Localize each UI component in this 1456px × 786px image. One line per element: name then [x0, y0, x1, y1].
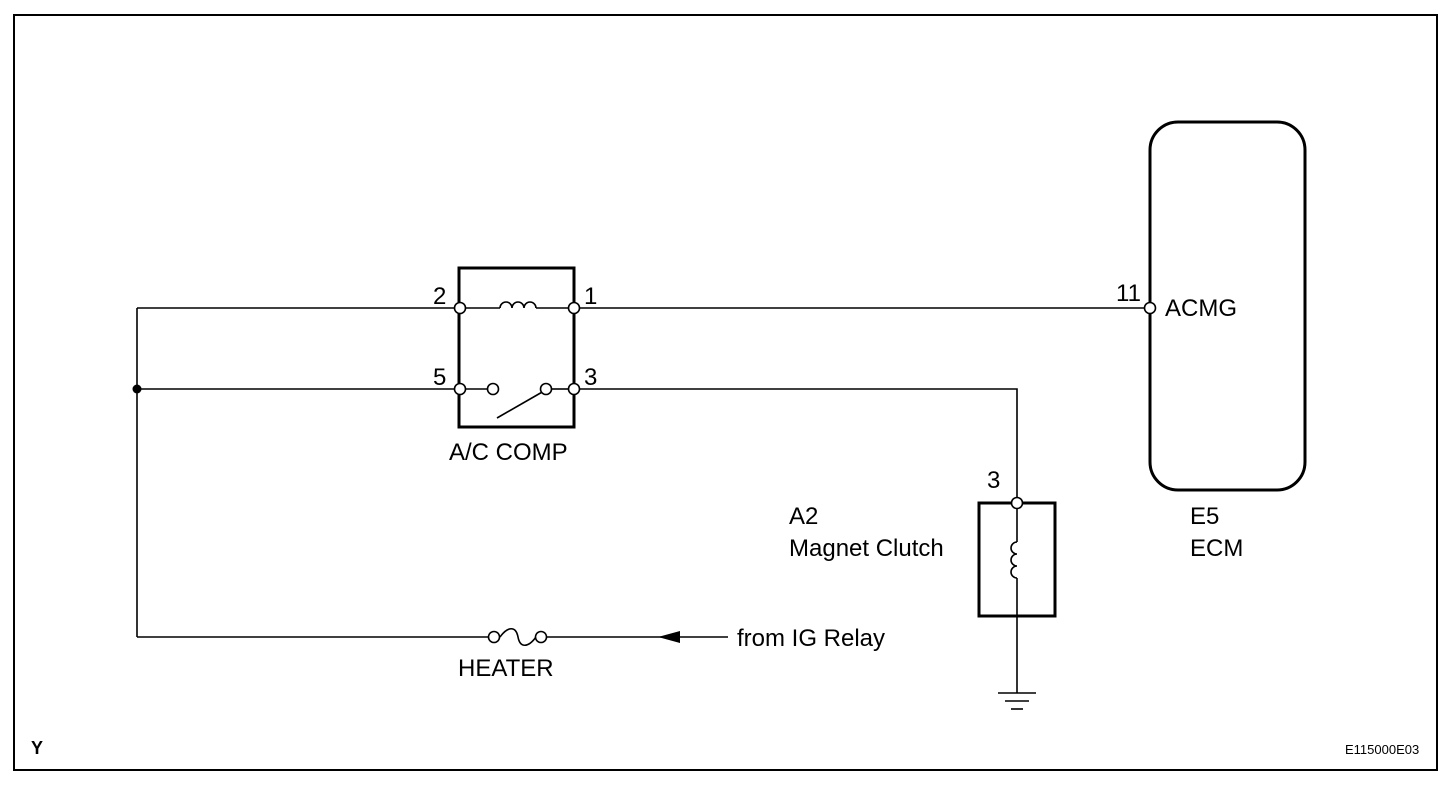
relay-pin-5-label: 5: [433, 364, 446, 391]
fuse-terminal-right: [534, 630, 548, 644]
relay-pin-1-label: 1: [584, 283, 597, 310]
relay-switch-blade: [496, 390, 545, 419]
relay-pin-3-terminal: [567, 382, 581, 396]
relay-box: [457, 266, 576, 429]
relay-coil-icon: [499, 301, 537, 309]
ecm-name-label: ECM: [1190, 535, 1243, 562]
source-label: from IG Relay: [737, 625, 885, 652]
relay-pin-3-label: 3: [584, 364, 597, 391]
relay-pin-5-terminal: [453, 382, 467, 396]
diagram-frame: [13, 14, 1438, 771]
corner-letter: Y: [31, 738, 43, 758]
relay-pin-2-terminal: [453, 301, 467, 315]
clutch-name-label: Magnet Clutch: [789, 535, 944, 562]
ecm-signal-label: ACMG: [1165, 295, 1237, 322]
junction-dot: [132, 384, 142, 394]
relay-switch-contact-right: [539, 382, 553, 396]
clutch-pin-label: 3: [987, 467, 1000, 494]
direction-arrow: [658, 631, 680, 643]
relay-pin-1-terminal: [567, 301, 581, 315]
relay-name-label: A/C COMP: [449, 439, 568, 466]
clutch-coil-icon: [1010, 541, 1018, 579]
ecm-code-label: E5: [1190, 503, 1219, 530]
ecm-pin-label: 11: [1116, 280, 1141, 307]
relay-pin-2-label: 2: [433, 283, 446, 310]
relay-switch-contact-left: [486, 382, 500, 396]
wire-relay-to-clutch: [579, 388, 1018, 498]
fuse-name-label: HEATER: [458, 655, 554, 682]
ecm-pin-11-terminal: [1143, 301, 1157, 315]
clutch-code-label: A2: [789, 503, 818, 530]
fuse-icon: [499, 627, 537, 647]
clutch-pin-3-terminal: [1010, 496, 1024, 510]
figure-id: E115000E03: [1345, 742, 1419, 757]
fuse-terminal-left: [487, 630, 501, 644]
